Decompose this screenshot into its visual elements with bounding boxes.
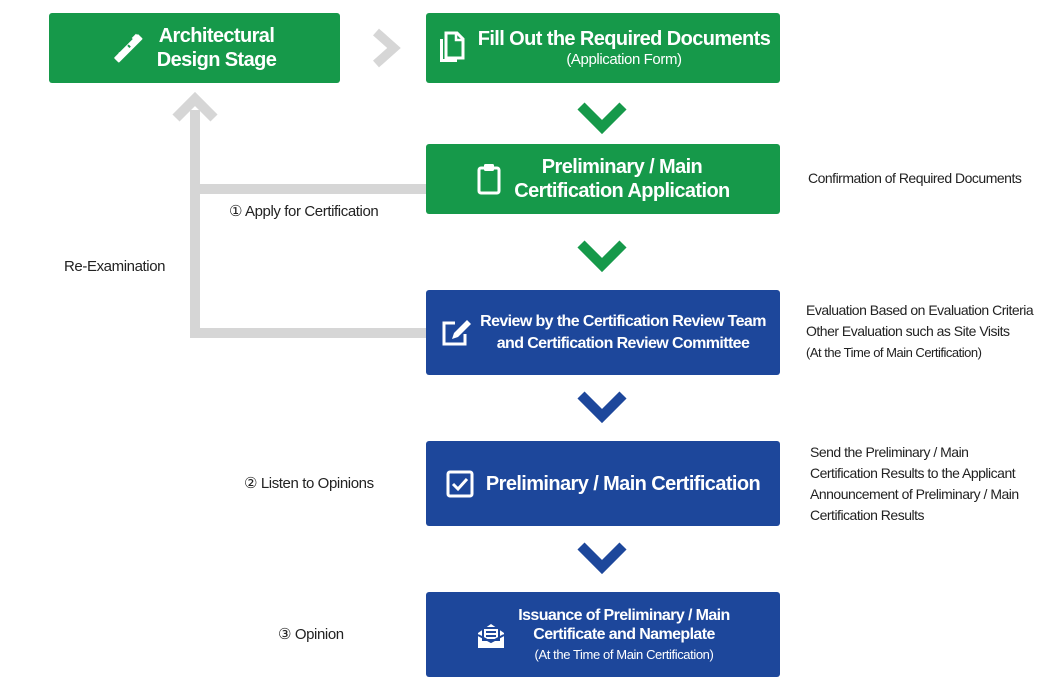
up-arrow-icon	[172, 91, 218, 122]
application-line1: Preliminary / Main	[541, 156, 703, 178]
chevron-down-icon	[577, 240, 627, 273]
opinion-label: ③ Opinion	[278, 626, 344, 643]
certification-box: Preliminary / Main Certification	[426, 441, 780, 526]
certification-application-box: Preliminary / Main Certification Applica…	[426, 144, 780, 214]
documents-subtitle: (Application Form)	[566, 51, 682, 68]
documents-title: Fill Out the Required Documents	[477, 28, 771, 50]
review-line2: and Certification Review Committee	[496, 335, 750, 352]
issuance-note: (At the Time of Main Certification)	[534, 647, 714, 663]
open-envelope-icon	[476, 620, 506, 650]
issuance-box: Issuance of Preliminary / Main Certifica…	[426, 592, 780, 677]
design-stage-line2: Design Stage	[156, 49, 277, 71]
certification-note-line1: Send the Preliminary / Main	[810, 444, 969, 460]
application-note-line: Confirmation of Required Documents	[808, 170, 1022, 186]
application-line2: Certification Application	[514, 180, 730, 202]
design-stage-line1: Architectural	[158, 25, 275, 47]
chevron-down-icon	[577, 391, 627, 424]
apply-for-certification-label: ① Apply for Certification	[229, 203, 379, 220]
certification-note-line3: Announcement of Preliminary / Main	[810, 486, 1019, 502]
review-note: Evaluation Based on Evaluation Criteria …	[806, 300, 1034, 363]
review-note-line1: Evaluation Based on Evaluation Criteria	[806, 302, 1034, 318]
clipboard-icon	[476, 163, 502, 195]
certification-review-box: Review by the Certification Review Team …	[426, 290, 780, 375]
certification-note: Send the Preliminary / Main Certificatio…	[810, 442, 1019, 526]
review-note-line2: Other Evaluation such as Site Visits	[806, 323, 1010, 339]
copy-documents-icon	[436, 31, 466, 65]
application-note: Confirmation of Required Documents	[808, 168, 1022, 189]
certification-title: Preliminary / Main Certification	[485, 472, 761, 495]
listen-to-opinions-label: ② Listen to Opinions	[244, 475, 374, 492]
chevron-right-icon	[373, 28, 401, 68]
pencil-ruler-icon	[113, 33, 143, 63]
review-line1: Review by the Certification Review Team	[480, 312, 766, 330]
chevron-down-icon	[577, 542, 627, 575]
required-documents-box: Fill Out the Required Documents (Applica…	[426, 13, 780, 83]
re-examination-label: Re-Examination	[64, 258, 166, 275]
certification-note-line2: Certification Results to the Applicant	[810, 465, 1016, 481]
architectural-design-stage-box: Architectural Design Stage	[49, 13, 340, 83]
issuance-line2: Certificate and Nameplate	[533, 626, 715, 644]
checkbox-icon	[446, 470, 474, 498]
issuance-line1: Issuance of Preliminary / Main	[518, 607, 730, 625]
edit-icon	[440, 318, 472, 348]
certification-note-line4: Certification Results	[810, 507, 924, 523]
chevron-down-icon	[577, 102, 627, 135]
review-note-line3: (At the Time of Main Certification)	[806, 345, 982, 360]
